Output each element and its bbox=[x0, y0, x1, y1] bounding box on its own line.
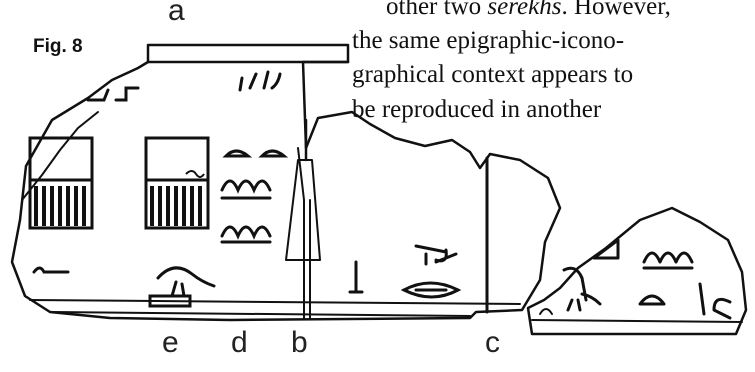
glyph-top-left bbox=[86, 86, 140, 102]
staff-b bbox=[285, 147, 321, 319]
crack-line bbox=[21, 111, 99, 201]
glyph-bread bbox=[222, 149, 289, 158]
marker-b: b bbox=[291, 326, 308, 359]
glyph-basket-2 bbox=[220, 225, 272, 244]
main-fragment-outline bbox=[10, 43, 562, 322]
serekh-left bbox=[28, 136, 94, 230]
glyph-triangle bbox=[592, 238, 620, 260]
marker-d: d bbox=[231, 326, 248, 359]
marker-a: a bbox=[168, 0, 185, 27]
marker-e: e bbox=[162, 326, 179, 359]
text-line-2: the same epigraphic-icono- bbox=[352, 27, 625, 54]
glyph-plaque-left bbox=[148, 294, 192, 308]
glyph-vertical-right bbox=[698, 282, 732, 320]
glyph-bird-left bbox=[156, 266, 216, 298]
serekh-right bbox=[144, 136, 210, 230]
glyph-bird-right bbox=[562, 266, 602, 312]
glyph-small-hook bbox=[539, 308, 553, 315]
glyph-oval-right bbox=[400, 281, 462, 299]
glyph-basket-1 bbox=[220, 179, 272, 200]
text-line-3: graphical context appears to bbox=[352, 61, 634, 88]
text-line-1: other two serekhs. However, bbox=[386, 0, 671, 24]
glyph-sign-right bbox=[414, 244, 458, 266]
glyph-half-dome bbox=[638, 294, 666, 306]
text-line-4: be reproduced in another bbox=[352, 96, 602, 123]
glyph-small-left bbox=[32, 266, 70, 274]
right-fragment-outline bbox=[526, 206, 748, 336]
glyph-pin bbox=[348, 260, 364, 294]
glyph-basket-3 bbox=[642, 251, 694, 270]
italic-term: serekhs bbox=[487, 0, 562, 20]
marker-c: c bbox=[485, 326, 500, 359]
figure-label: Fig. 8 bbox=[33, 36, 83, 57]
glyph-reeds bbox=[238, 70, 282, 92]
